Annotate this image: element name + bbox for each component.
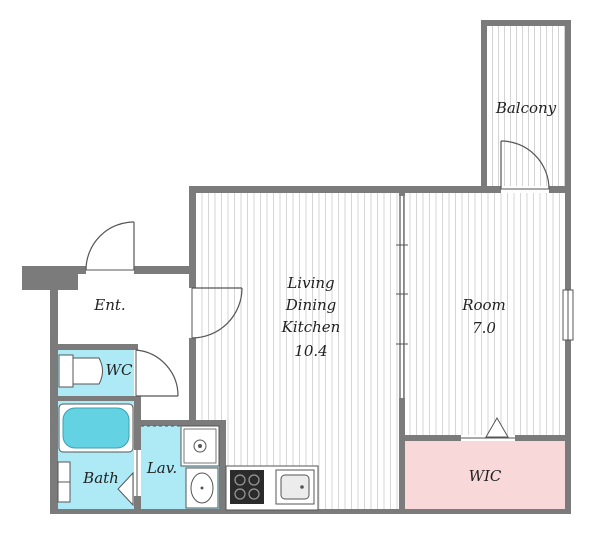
hall-floor bbox=[137, 274, 192, 422]
wall-lav-top bbox=[141, 420, 221, 426]
door-balcony bbox=[500, 140, 550, 193]
wall-wic-top-a bbox=[403, 435, 461, 441]
wall-top bbox=[189, 186, 501, 193]
floor-fills bbox=[57, 26, 565, 510]
sink-icon bbox=[275, 469, 315, 505]
door-entrance bbox=[85, 221, 135, 274]
wall-bottom bbox=[50, 509, 571, 514]
balcony-rail-left bbox=[481, 20, 487, 190]
wall-wc-bottom bbox=[57, 396, 137, 401]
wall-right bbox=[565, 186, 571, 512]
bathtub-icon bbox=[58, 403, 134, 453]
walls bbox=[22, 20, 571, 514]
room-size: 7.0 bbox=[472, 319, 496, 337]
sliding-door-ldk-room bbox=[396, 196, 408, 398]
room-floor bbox=[403, 192, 565, 436]
bath-label: Bath bbox=[82, 469, 119, 487]
wall-top-right bbox=[549, 186, 571, 193]
ldk-label-living: Living bbox=[286, 274, 334, 292]
wall-left bbox=[50, 266, 58, 514]
kitchen-counter bbox=[225, 465, 319, 511]
door-bath bbox=[117, 450, 141, 507]
wall-bath-right-b bbox=[134, 496, 141, 512]
ldk-size: 10.4 bbox=[294, 342, 327, 360]
bath-counter-icon bbox=[57, 461, 71, 503]
balcony-floor bbox=[487, 26, 565, 188]
wic-label: WIC bbox=[469, 467, 502, 485]
washing-machine-icon bbox=[180, 425, 220, 467]
wall-bath-right-a bbox=[134, 396, 141, 450]
balcony-label: Balcony bbox=[495, 99, 557, 117]
wall-ldk-left-a bbox=[189, 186, 196, 288]
window-room bbox=[562, 289, 574, 341]
wall-wc-right bbox=[134, 344, 138, 350]
ldk-label-kitchen: Kitchen bbox=[281, 318, 341, 336]
wall-divider bbox=[399, 186, 405, 196]
balcony-rail-top bbox=[481, 20, 571, 26]
wic-floor bbox=[405, 441, 565, 510]
ldk-floor bbox=[196, 192, 401, 510]
door-wic bbox=[461, 417, 515, 441]
wall-hall-top bbox=[134, 266, 196, 274]
balcony-rail-right bbox=[565, 20, 571, 190]
wc-label: WC bbox=[106, 361, 133, 379]
entrance-label: Ent. bbox=[93, 296, 125, 314]
lavatory-label: Lav. bbox=[146, 459, 177, 477]
wall-divider-bottom bbox=[399, 398, 405, 512]
toilet-icon bbox=[58, 354, 103, 388]
door-wc bbox=[134, 349, 179, 397]
door-ldk bbox=[189, 287, 243, 339]
wall-wc-top bbox=[57, 344, 137, 350]
doors bbox=[85, 140, 550, 507]
wall-ldk-left-b bbox=[189, 338, 196, 426]
wall-lav-right bbox=[219, 420, 226, 512]
wall-entrance-top bbox=[22, 266, 86, 274]
washbasin-icon bbox=[185, 467, 219, 509]
room-label: Room bbox=[461, 296, 506, 314]
ldk-label-dining: Dining bbox=[285, 296, 337, 314]
wall-wic-top-b bbox=[515, 435, 571, 441]
stove-icon bbox=[230, 470, 264, 504]
